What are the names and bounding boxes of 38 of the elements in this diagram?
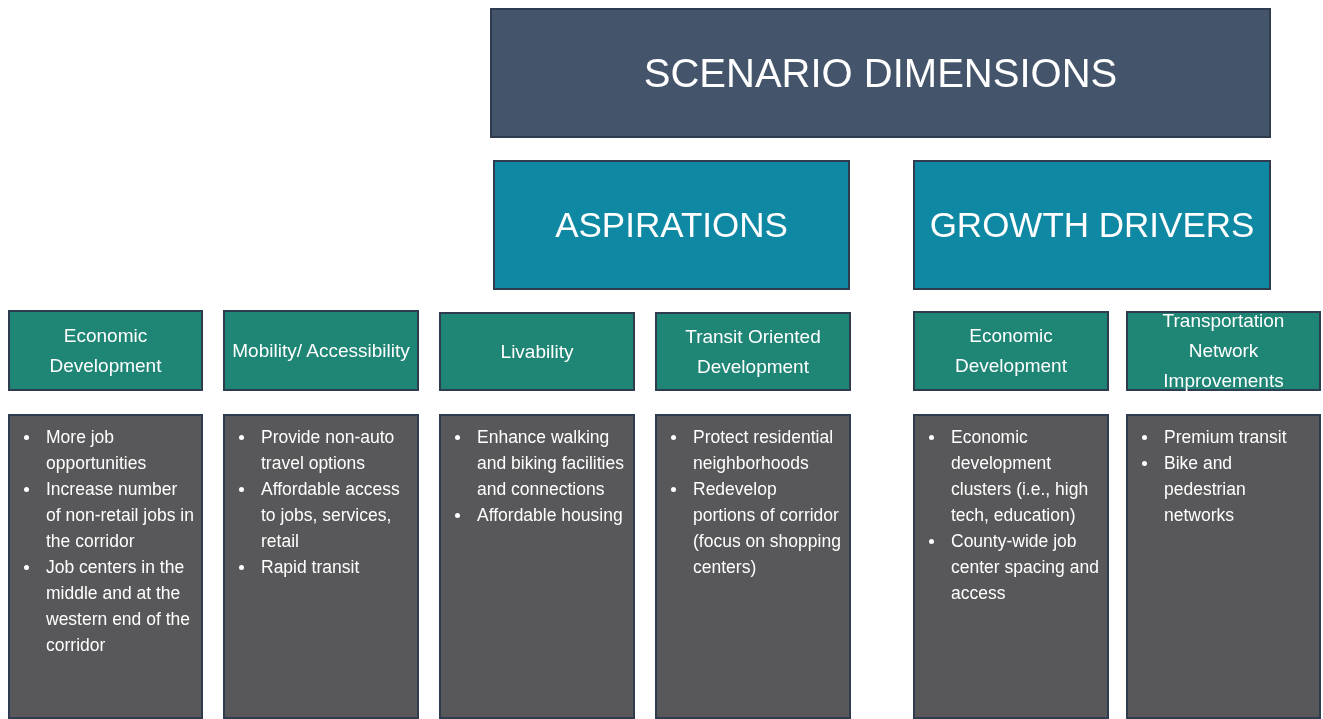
bullet-list-box [1126,414,1321,719]
bullet-list-box [223,414,419,719]
title-text: SCENARIO DIMENSIONS [643,50,1118,97]
category-title: Mobility/ Accessibility [232,338,410,363]
group-header-box [913,160,1271,290]
bullet-item: Economic development clusters (i.e., high tech, education) [951,426,1090,527]
bullet-item: Bike and pedestrian networks [1164,452,1247,527]
bullet-item: Affordable housing [477,504,624,527]
category-box [655,312,851,391]
bullet-list-box [913,414,1109,719]
category-box [439,312,635,391]
bullet-item: County-wide job center spacing and access [951,530,1100,605]
bullet-item: Provide non-auto travel options [261,426,396,475]
bullet-list-box [655,414,851,719]
category-title: Livability [500,339,574,364]
category-title: Transit Oriented Development [684,324,822,379]
bullet-item: Redevelop portions of corridor (focus on shopping centers) [693,478,842,579]
bullet-list-box [439,414,635,719]
bullet-item: Enhance walking and biking facilities and connections [477,426,625,501]
title-box [490,8,1271,138]
bullet-item: Job centers in the middle and at the western end of the corridor [46,556,191,657]
category-title: Economic Development [954,324,1068,378]
bullet-item: More job opportunities [46,426,148,475]
category-title: Economic Development [48,323,163,378]
group-header-box [493,160,850,290]
group-header-text: ASPIRATIONS [555,203,788,246]
category-title: Transportation Network Improvements [1161,309,1286,393]
bullet-item: Affordable access to jobs, services, retail [261,478,401,553]
bullet-item: Increase number of non-retail jobs in the corridor [46,478,195,553]
bullet-item: Rapid transit [261,556,361,579]
bullet-item: Premium transit [1164,426,1288,449]
category-box [1126,311,1321,391]
category-box [913,311,1109,391]
category-box [223,310,419,391]
category-box [8,310,203,391]
bullet-list-box [8,414,203,719]
group-header-text: GROWTH DRIVERS [929,203,1255,246]
bullet-item: Protect residential neighborhoods [693,426,835,475]
